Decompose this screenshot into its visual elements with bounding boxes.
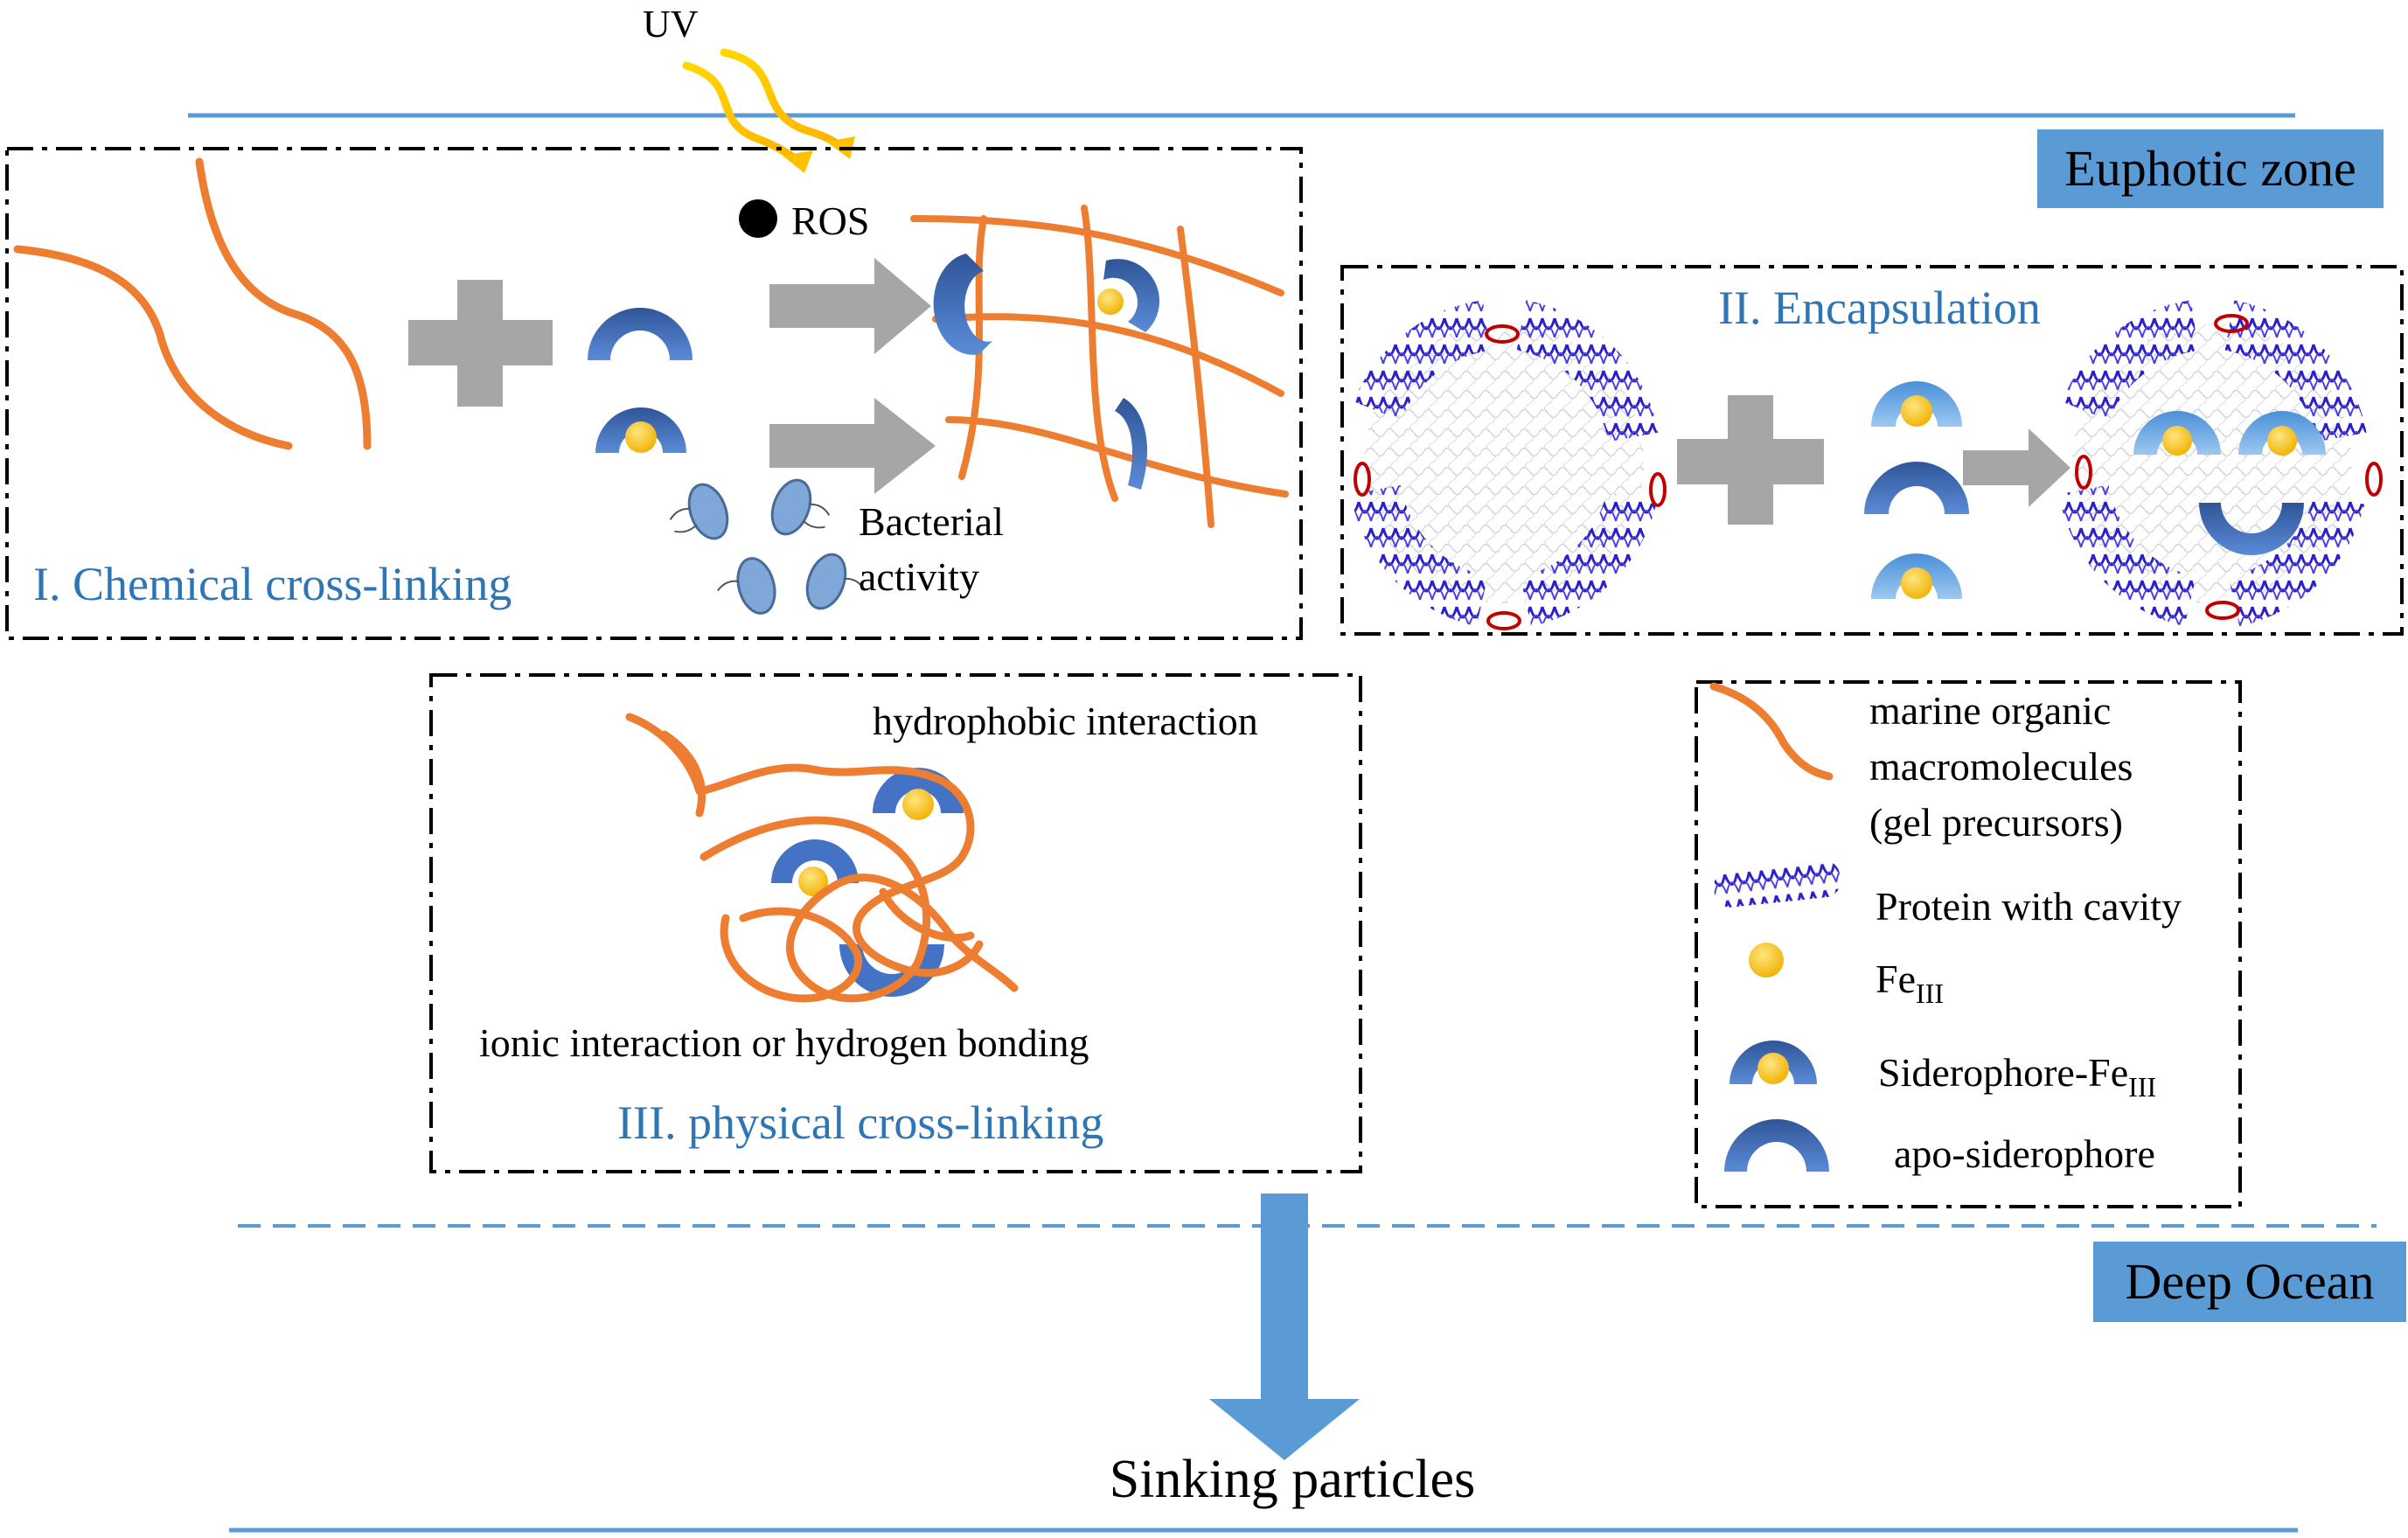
siderophore-fe-chem [595,407,686,453]
legend-siderophore-fe-label: Siderophore-FeIII [1878,1050,2156,1103]
ros-label: ROS [791,198,869,243]
deep-ocean-box [2093,1242,2406,1322]
legend-fe-icon [1749,943,1784,978]
encap-components [1864,381,1969,599]
uv-arrows [682,48,855,173]
legend-fe-label: FeIII [1876,957,1944,1009]
legend-apo-siderophore-icon [1724,1119,1829,1172]
euphotic-zone-label: Euphotic zone [2064,140,2356,197]
panel-encapsulation-border [1340,265,2404,636]
tangled-macromolecules [625,713,1019,1003]
legend-siderophore-fe-icon [1729,1040,1817,1084]
arrow-bacteria-to-network [769,398,936,494]
arrow-encapsulation [1963,428,2070,507]
bacteria-icons [669,478,866,615]
legend-protein-icon [1713,860,1841,908]
legend-macromolecules-line3: (gel precursors) [1869,800,2123,845]
legend-macromolecules-line2: macromolecules [1869,744,2133,789]
legend-apo-label: apo-siderophore [1894,1131,2155,1176]
legend-border [1695,680,2242,1208]
protein-cage-loaded [2058,300,2383,627]
protein-cage-empty [1350,300,1667,630]
panel-chemical-border [5,147,1303,640]
arrow-ros-to-network [769,258,931,354]
plus-sign-encap [1677,395,1824,525]
panel-physical-border [429,673,1362,1173]
hydrophobic-label: hydrophobic interaction [873,699,1258,743]
sinking-arrow [1209,1194,1360,1460]
ionic-label: ionic interaction or hydrogen bonding [479,1020,1089,1065]
bacterial-label-line2: activity [859,554,979,599]
legend-macromolecule-icon [1709,682,1834,781]
panel-physical-title: III. physical cross-linking [617,1096,1103,1149]
bacterial-label-line1: Bacterial [859,499,1004,544]
ros-dot [739,199,777,238]
crosslinked-network [910,205,1289,528]
uv-label: UV [643,3,699,45]
macromolecule-strands [13,157,372,450]
deep-ocean-label: Deep Ocean [2126,1253,2375,1310]
panel-encapsulation-title: II. Encapsulation [1718,282,2041,334]
euphotic-zone-box [2037,129,2384,208]
legend-protein-label: Protein with cavity [1876,884,2182,929]
sinking-particles-label: Sinking particles [1110,1450,1475,1509]
plus-sign-chem [408,280,553,407]
panel-chemical-title: I. Chemical cross-linking [33,558,512,610]
legend-macromolecules-line1: marine organic [1869,688,2111,733]
apo-siderophore-chem [588,308,692,360]
